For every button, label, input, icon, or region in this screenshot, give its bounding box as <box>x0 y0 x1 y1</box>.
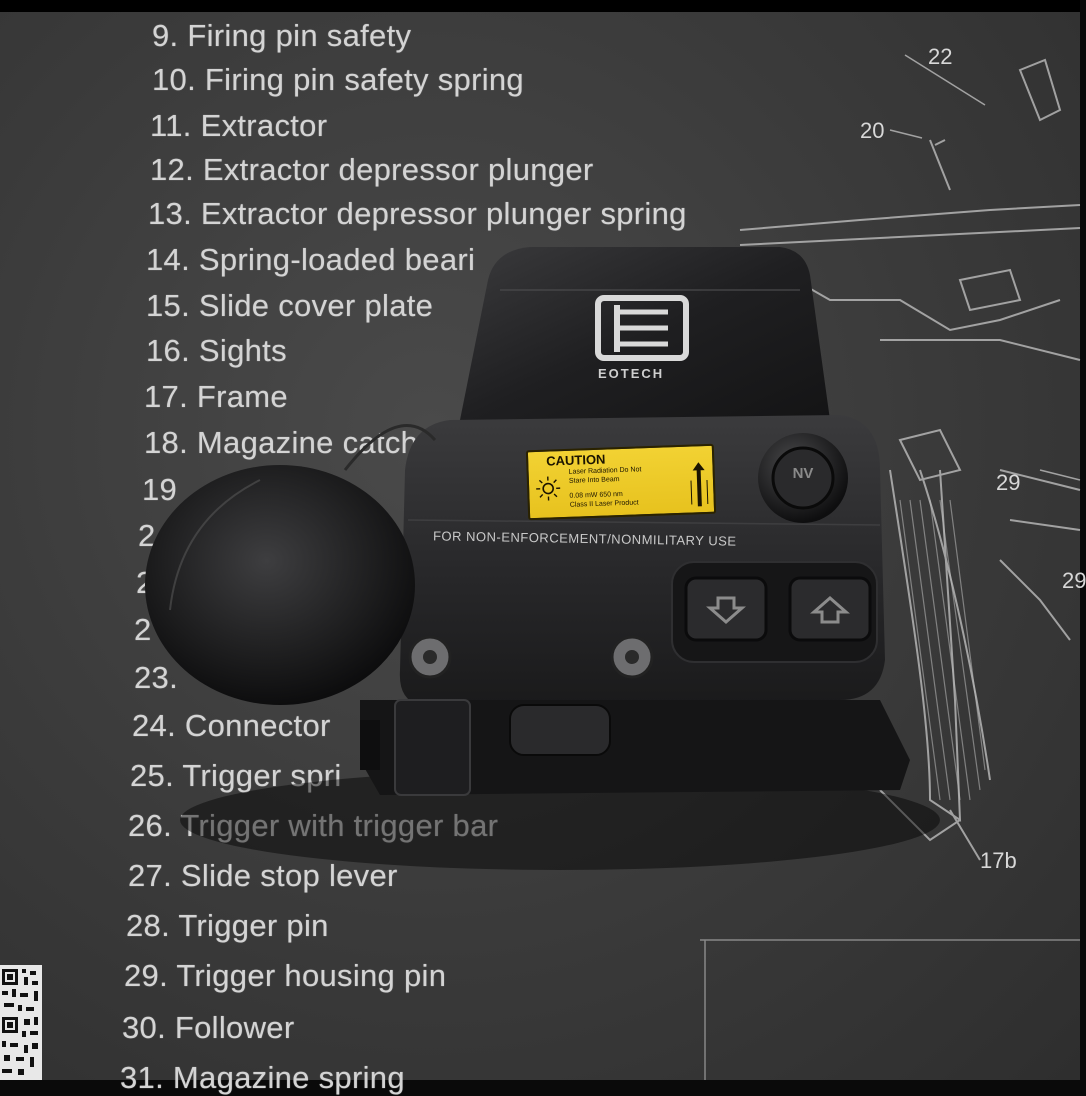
brightness-up-button <box>788 576 872 642</box>
part-line: 13. Extractor depressor plunger spring <box>148 196 687 231</box>
caution-title: CAUTION <box>545 451 606 469</box>
part-line: 31. Magazine spring <box>120 1060 405 1095</box>
part-line: 30. Follower <box>122 1010 295 1045</box>
part-line: 29. Trigger housing pin <box>124 958 447 993</box>
caution-text: Class II Laser Product <box>569 499 639 509</box>
part-line: 23. <box>134 660 178 695</box>
part-line: 24. Connector <box>132 708 331 743</box>
callout-label: 29 <box>1062 568 1086 593</box>
part-line: 16. Sights <box>146 333 287 368</box>
part-line: 27. Slide stop lever <box>128 858 398 893</box>
brand-name: EOTECH <box>598 366 665 381</box>
part-line: 25. Trigger spri <box>130 758 342 793</box>
holographic-sight <box>145 247 910 796</box>
part-line: 9. Firing pin safety <box>152 18 412 53</box>
caution-text: Stare Into Beam <box>568 476 620 485</box>
callout-label: 29 <box>996 470 1021 495</box>
part-line: 14. Spring-loaded beari <box>146 242 476 277</box>
part-line: 26. Trigger with trigger bar <box>128 808 499 843</box>
callout-label: 22 <box>928 44 953 69</box>
screw <box>610 635 654 679</box>
laser-aperture-arrow-icon <box>690 462 709 507</box>
screw <box>408 635 452 679</box>
part-line: 12. Extractor depressor plunger <box>150 152 594 187</box>
top-border <box>0 0 1080 12</box>
arrow-down-icon <box>706 596 746 624</box>
mat-text: 9. Firing pin safety 10. Firing pin safe… <box>120 18 1086 1095</box>
arrow-up-icon <box>810 596 850 624</box>
caution-text: Laser Radiation Do Not <box>568 466 642 476</box>
part-line: 19 <box>142 472 178 507</box>
qr-code <box>0 965 42 1080</box>
part-line: 15. Slide cover plate <box>146 288 434 323</box>
caution-label: CAUTION Laser Radiation Do Not Stare Int… <box>525 443 717 521</box>
callout-label: 20 <box>860 118 885 143</box>
brand-logo <box>595 295 689 361</box>
caution-text: 0.08 mW 650 nm <box>569 490 623 500</box>
sun-icon <box>536 476 561 501</box>
brightness-down-button <box>684 576 768 642</box>
part-line: 10. Firing pin safety spring <box>152 62 524 97</box>
part-line: 2 <box>138 518 156 553</box>
part-line: 28. Trigger pin <box>126 908 329 943</box>
callout-label: 17b <box>980 848 1017 873</box>
part-line: 2 <box>134 612 152 647</box>
part-line: 11. Extractor <box>150 108 328 143</box>
nv-button-label: NV <box>792 465 814 482</box>
part-line: 17. Frame <box>144 379 288 414</box>
gun-diagram <box>700 54 1081 1080</box>
